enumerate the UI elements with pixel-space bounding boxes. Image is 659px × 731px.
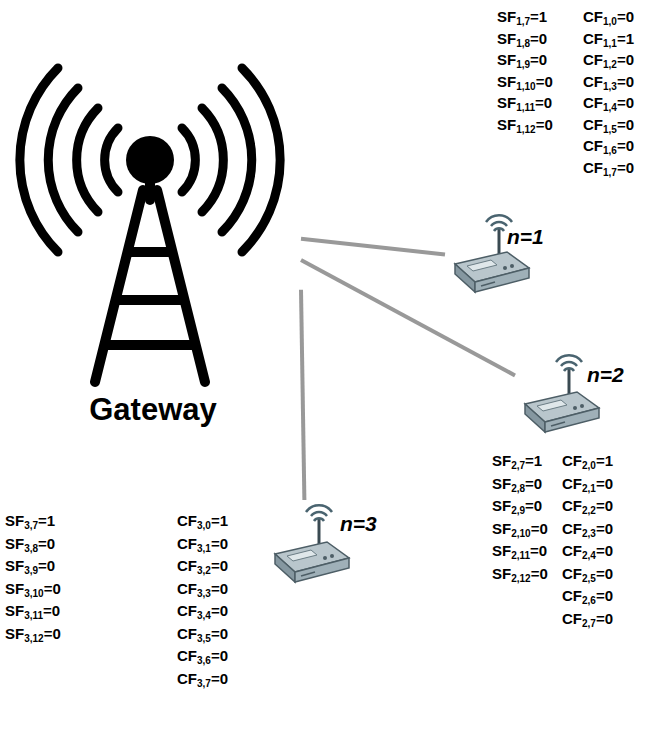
parameter-value: CF3,5=0 (177, 625, 228, 643)
radio-link-line (301, 260, 515, 375)
parameter-value: SF1,7=1 (497, 8, 547, 26)
parameter-value: CF1,6=0 (583, 137, 634, 155)
parameter-value: CF2,7=0 (562, 610, 613, 628)
device-node: n=2 (515, 345, 655, 440)
radio-link (301, 290, 304, 500)
parameter-value: SF2,10=0 (492, 520, 548, 538)
parameter-value: CF2,0=1 (562, 452, 613, 470)
parameter-value: CF1,3=0 (583, 73, 634, 91)
parameter-value: SF3,10=0 (5, 580, 61, 598)
tower-icon (20, 68, 280, 252)
parameter-value: SF3,8=0 (5, 535, 55, 553)
parameter-value: CF3,7=0 (177, 670, 228, 688)
parameter-value: CF2,4=0 (562, 542, 613, 560)
device-node: n=1 (445, 205, 570, 295)
parameter-value: CF3,6=0 (177, 647, 228, 665)
parameter-value: CF2,3=0 (562, 520, 613, 538)
parameter-value: CF2,2=0 (562, 497, 613, 515)
parameter-value: CF1,7=0 (583, 159, 634, 177)
parameter-value: CF3,0=1 (177, 512, 228, 530)
parameter-value: SF2,12=0 (492, 565, 548, 583)
parameter-value: CF2,1=0 (562, 475, 613, 493)
parameter-value: CF3,4=0 (177, 602, 228, 620)
parameter-value: CF1,2=0 (583, 51, 634, 69)
device-node: n=3 (268, 500, 398, 590)
parameter-value: CF1,1=1 (583, 30, 634, 48)
device-label: n=1 (507, 225, 544, 249)
parameter-value: SF2,11=0 (492, 542, 547, 560)
device-label: n=2 (587, 363, 624, 387)
parameter-value: CF1,4=0 (583, 94, 634, 112)
tower-legs (95, 182, 205, 382)
parameter-value: CF1,5=0 (583, 116, 634, 134)
parameter-value: SF2,9=0 (492, 497, 542, 515)
parameter-value: SF3,7=1 (5, 512, 55, 530)
parameter-value: CF3,3=0 (177, 580, 228, 598)
parameter-value: SF3,12=0 (5, 625, 61, 643)
parameter-value: CF2,6=0 (562, 587, 613, 605)
parameter-value: SF2,7=1 (492, 452, 542, 470)
device-label: n=3 (340, 512, 377, 536)
radio-link-line (301, 239, 445, 255)
parameter-value: SF2,8=0 (492, 475, 542, 493)
parameter-value: SF3,9=0 (5, 557, 55, 575)
parameter-value: SF1,9=0 (497, 51, 547, 69)
parameter-value: SF1,11=0 (497, 94, 552, 112)
parameter-value: SF1,8=0 (497, 30, 547, 48)
parameter-value: CF2,5=0 (562, 565, 613, 583)
gateway-node: Gateway (5, 5, 301, 430)
radio-link (301, 260, 515, 375)
parameter-value: SF3,11=0 (5, 602, 60, 620)
parameter-value: CF1,0=0 (583, 8, 634, 26)
parameter-value: CF3,2=0 (177, 557, 228, 575)
radio-link-line (301, 290, 304, 500)
parameter-value: SF1,10=0 (497, 73, 553, 91)
radio-link (301, 239, 445, 255)
parameter-value: CF3,1=0 (177, 535, 228, 553)
device-icon (275, 505, 349, 582)
gateway-label: Gateway (5, 392, 301, 428)
parameter-value: SF1,12=0 (497, 116, 553, 134)
